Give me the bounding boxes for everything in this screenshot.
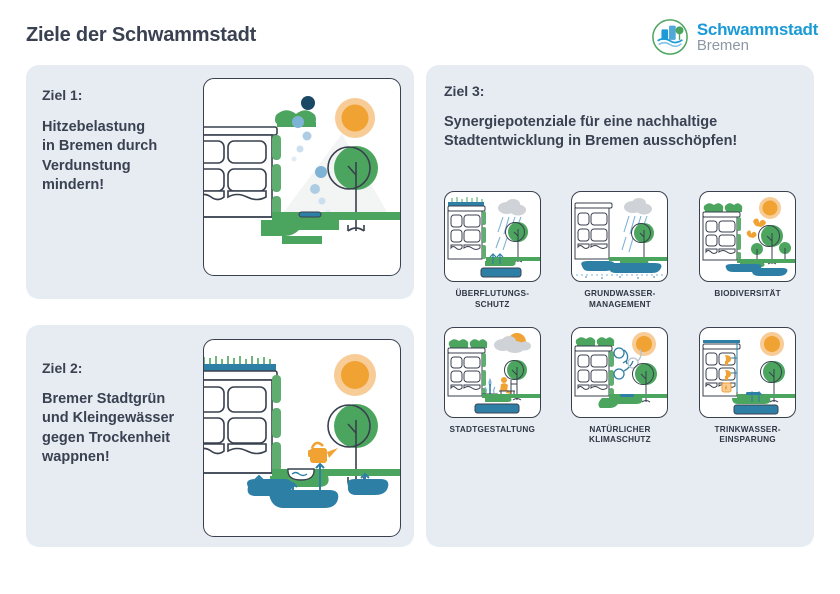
schwammstadt-emblem-icon bbox=[651, 18, 689, 56]
synergy-label-stadtgestaltung: STADTGESTALTUNG bbox=[449, 424, 536, 434]
synergy-label-trinkwassereinsparung: TRINKWASSER- EINSPARUNG bbox=[714, 424, 781, 445]
butterfly-icon bbox=[746, 218, 767, 238]
synergy-card-stadtgestaltung[interactable]: STADTGESTALTUNG bbox=[434, 326, 551, 447]
droplet bbox=[318, 197, 326, 205]
droplet bbox=[315, 166, 327, 178]
synergy-label-biodiversitaet: BIODIVERSITÄT bbox=[714, 289, 781, 298]
illustration-ziel1 bbox=[203, 78, 401, 276]
illustration-natuerlicher-klimaschutz bbox=[571, 326, 669, 418]
droplet bbox=[310, 184, 320, 194]
synergy-card-grundwassermanagement[interactable]: GRUNDWASSER- MANAGEMENT bbox=[562, 191, 679, 311]
illustration-trinkwassereinsparung bbox=[699, 326, 797, 418]
bench-icon bbox=[498, 379, 517, 396]
goal-statement-ziel2: Bremer Stadtgrün und Kleingewässer gegen… bbox=[42, 391, 175, 465]
rain-cloud-icon bbox=[497, 199, 526, 216]
droplet bbox=[291, 156, 297, 162]
tap-icon bbox=[725, 354, 732, 380]
logo-wordmark: Schwammstadt Bremen bbox=[696, 19, 818, 55]
synergy-card-biodiversitaet[interactable]: BIODIVERSITÄT bbox=[689, 191, 806, 311]
watering-can-icon bbox=[308, 441, 338, 463]
goal-card-ziel3: Ziel 3: Synergiepotenziale für eine nach… bbox=[426, 65, 814, 547]
synergy-label-natuerlicher-klimaschutz: NATÜRLICHER KLIMASCHUTZ bbox=[589, 424, 651, 445]
cloud-icon bbox=[493, 335, 531, 353]
illustration-ziel2 bbox=[203, 339, 401, 537]
water-pool bbox=[247, 479, 389, 508]
goal-statement-ziel3: Synergiepotenziale für eine nachhaltige … bbox=[444, 114, 738, 150]
logo-line-1: Schwammstadt bbox=[696, 19, 818, 39]
page-title: Ziele der Schwammstadt bbox=[26, 24, 257, 46]
goal-text-block-ziel1: Ziel 1: Hitzebelastung in Bremen durch V… bbox=[42, 87, 212, 195]
droplet bbox=[301, 96, 315, 110]
illustration-biodiversitaet bbox=[699, 191, 797, 282]
goal-statement-ziel1: Hitzebelastung in Bremen durch Verdunstu… bbox=[42, 119, 158, 193]
logo: Schwammstadt Bremen bbox=[651, 18, 818, 56]
water-flow-arrow bbox=[254, 462, 370, 500]
air-circulation-arrows bbox=[613, 347, 643, 380]
sun-core bbox=[341, 104, 369, 132]
person-on-bench bbox=[498, 376, 517, 396]
synergy-label-ueberflutungsschutz: ÜBERFLUTUNGS- SCHUTZ bbox=[455, 289, 530, 309]
pond bbox=[725, 264, 788, 276]
rain-cloud-icon bbox=[624, 198, 653, 215]
synergy-label-grundwassermanagement: GRUNDWASSER- MANAGEMENT bbox=[584, 289, 656, 309]
goal-label-ziel2: Ziel 2: bbox=[42, 360, 83, 376]
synergy-card-trinkwassereinsparung[interactable]: TRINKWASSER- EINSPARUNG bbox=[689, 326, 806, 447]
synergy-card-ueberflutungsschutz[interactable]: ÜBERFLUTUNGS- SCHUTZ bbox=[434, 191, 551, 311]
droplet bbox=[296, 145, 304, 153]
goal-label-ziel1: Ziel 1: bbox=[42, 87, 83, 103]
illustration-stadtgestaltung bbox=[443, 326, 541, 418]
illustration-ueberflutungsschutz bbox=[443, 191, 541, 282]
synergy-card-natuerlicher-klimaschutz[interactable]: NATÜRLICHER KLIMASCHUTZ bbox=[562, 326, 679, 447]
groundwater-body bbox=[581, 261, 662, 273]
goal-label-ziel3: Ziel 3: bbox=[444, 83, 485, 99]
droplet bbox=[292, 116, 304, 128]
logo-line-2: Bremen bbox=[696, 37, 749, 55]
synergy-grid: ÜBERFLUTUNGS- SCHUTZ bbox=[434, 191, 806, 446]
goal-text-block-ziel3: Ziel 3: Synergiepotenziale für eine nach… bbox=[444, 83, 804, 152]
illustration-grundwassermanagement bbox=[571, 191, 669, 282]
droplet bbox=[302, 131, 312, 141]
goal-text-block-ziel2: Ziel 2: Bremer Stadtgrün und Kleingewäss… bbox=[42, 360, 227, 467]
